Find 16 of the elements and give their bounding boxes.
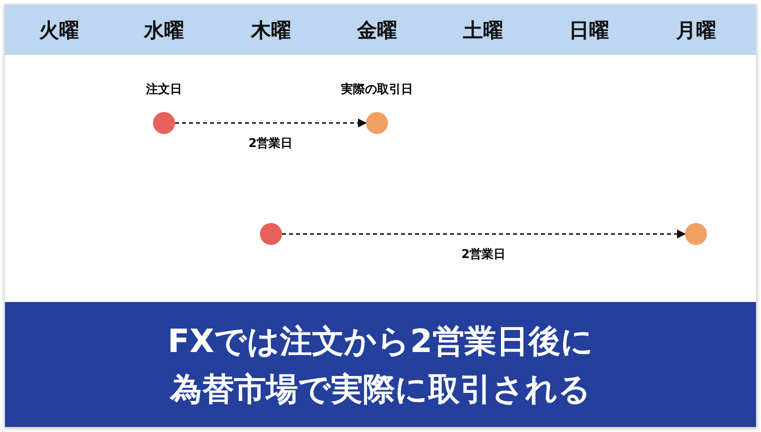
day-label: 水曜	[142, 17, 185, 44]
day-label: 月曜	[675, 17, 717, 44]
day-label: 土曜	[462, 17, 504, 44]
dot-marker	[153, 112, 175, 134]
dot-marker	[685, 223, 707, 245]
caption-text: FXでは注文から2営業日後に為替市場で実際に取引される	[166, 320, 594, 410]
date-label: 実際の取引日	[341, 81, 413, 98]
date-label: 注文日	[146, 81, 182, 98]
dot-marker	[366, 112, 388, 134]
day-label: 火曜	[38, 17, 80, 44]
dashed-arrow	[282, 230, 686, 238]
dashed-arrow	[175, 118, 367, 128]
day-label: 金曜	[356, 17, 398, 44]
dot-marker	[260, 223, 282, 245]
day-label: 木曜	[250, 17, 292, 44]
day-label: 日曜	[568, 17, 610, 44]
